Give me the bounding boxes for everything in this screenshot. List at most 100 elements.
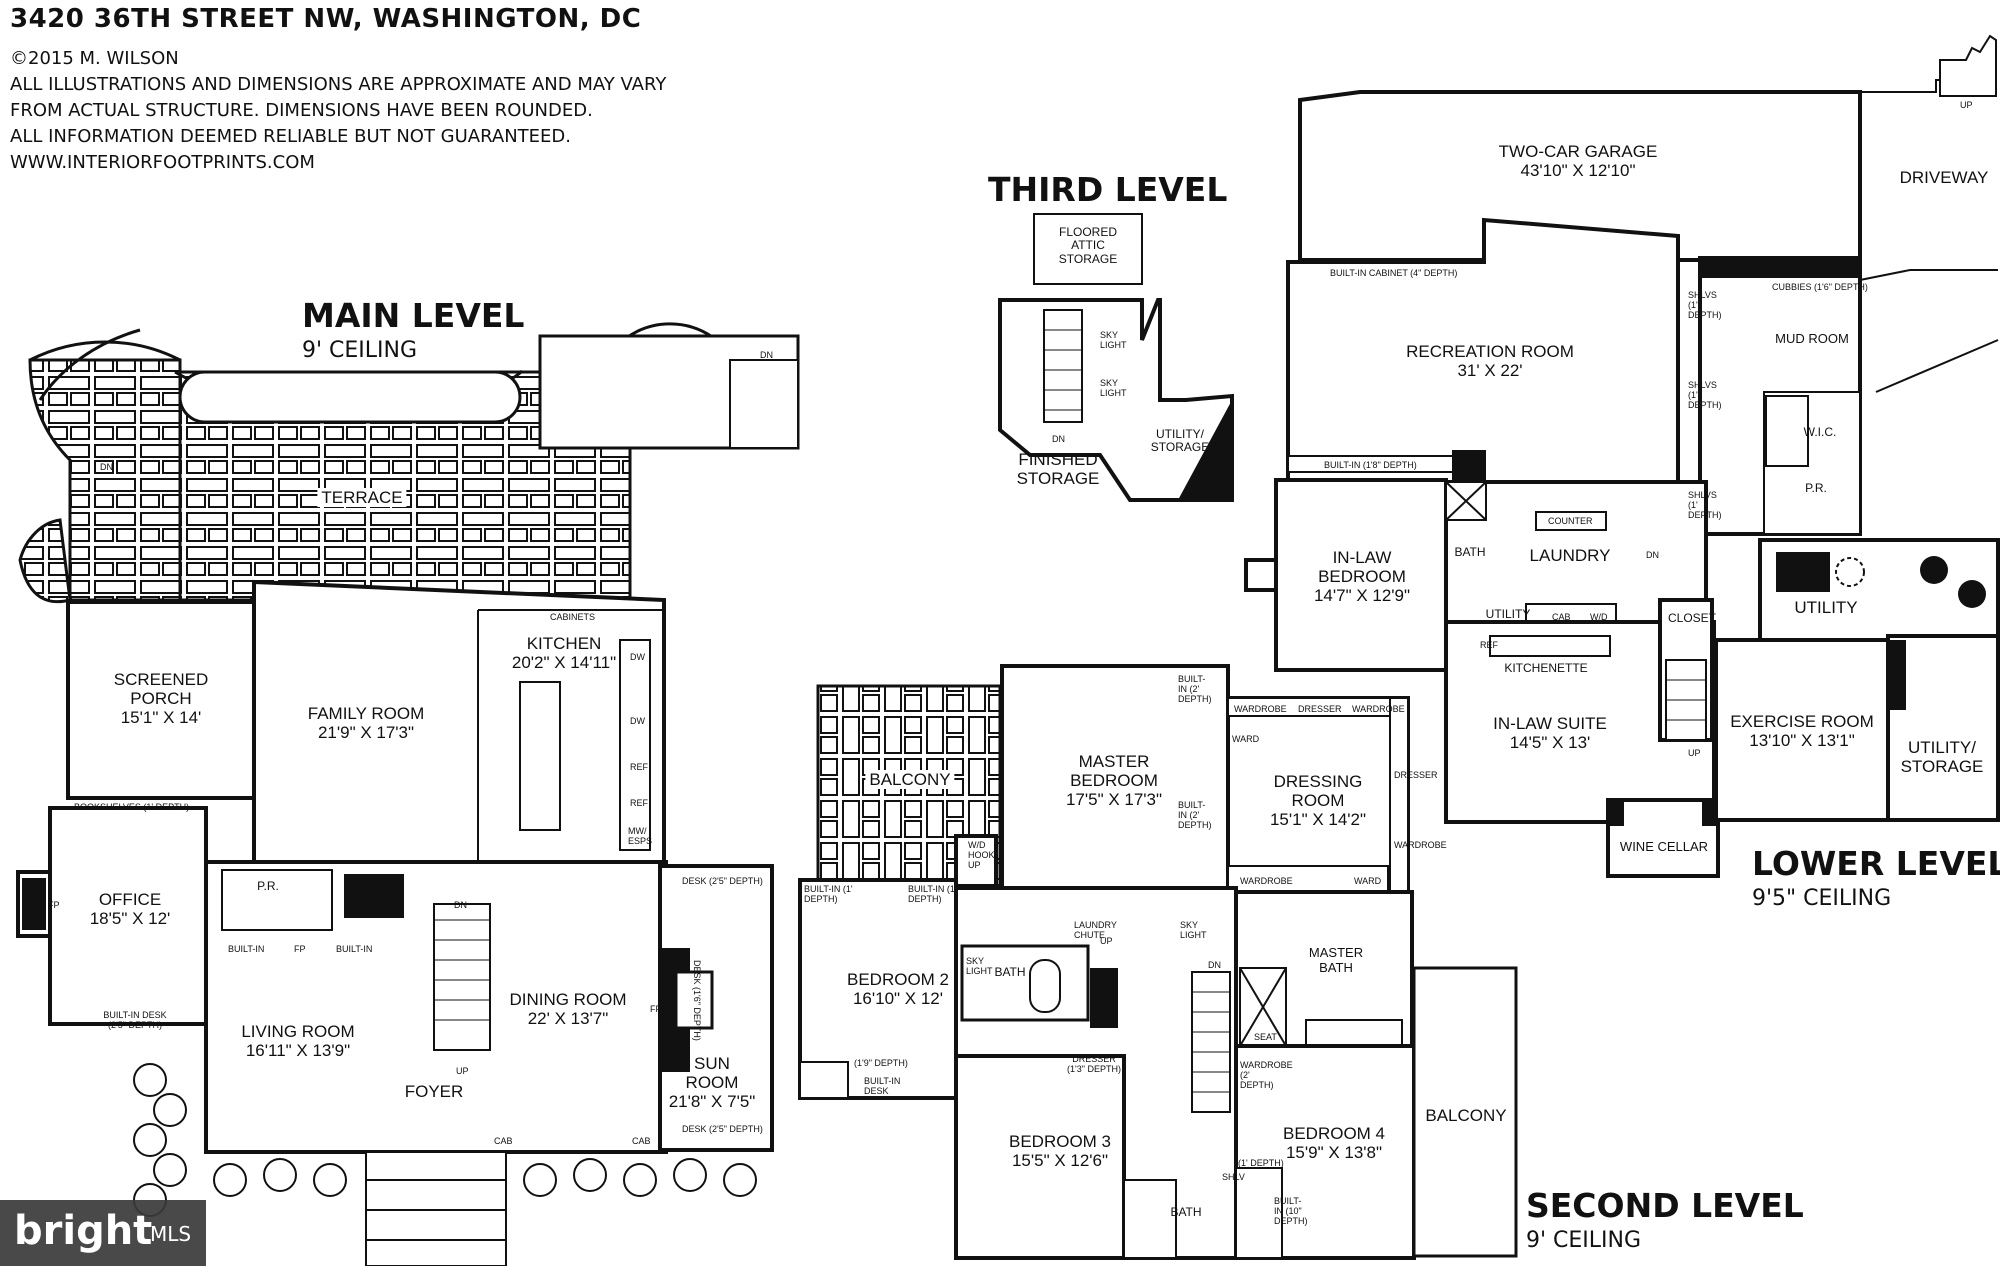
note-terrace-down: DN	[100, 462, 113, 472]
note-skylight-1: SKY LIGHT	[1100, 330, 1127, 350]
note-wardrobe-4: WARDROBE	[1240, 876, 1293, 886]
room-closet: CLOSET	[1667, 611, 1717, 625]
note-ref-lower: REF	[1480, 640, 1498, 650]
room-bath-3: BATH	[1170, 1205, 1202, 1219]
disclaimer-line-3: ALL INFORMATION DEEMED RELIABLE BUT NOT …	[10, 126, 571, 147]
note-microwave-espresso: MW/ ESPS	[628, 826, 653, 846]
note-shelves-2: SHLVS (1' DEPTH)	[1688, 380, 1722, 410]
copyright-line: ©2015 M. WILSON	[10, 48, 179, 69]
note-dishwasher-2: DW	[630, 716, 645, 726]
note-skylight-4: SKY LIGHT	[1180, 920, 1207, 940]
note-wardrobe-3: WARDROBE	[1394, 840, 1447, 850]
note-stair-down-main: DN	[454, 900, 467, 910]
room-foyer: FOYER	[404, 1082, 464, 1101]
note-depth-19: (1'9" DEPTH)	[854, 1058, 908, 1068]
room-laundry: LAUNDRY	[1529, 546, 1611, 565]
watermark-suffix: MLS	[150, 1222, 192, 1246]
room-wic: W.I.C.	[1803, 425, 1837, 439]
room-powder-lower: P.R.	[1805, 481, 1827, 495]
note-builtin-right: BUILT-IN	[336, 944, 373, 954]
note-builtin-cabinet: BUILT-IN CABINET (4" DEPTH)	[1330, 268, 1458, 278]
main-level-ceiling: 9' CEILING	[302, 338, 418, 363]
room-terrace: TERRACE	[317, 488, 407, 508]
note-counter: COUNTER	[1548, 516, 1593, 526]
note-builtin-desk: BUILT-IN DESK (2'5" DEPTH)	[103, 1010, 167, 1030]
note-wd-hookup: W/D HOOK-UP	[968, 840, 998, 870]
note-skylight-2: SKY LIGHT	[1100, 378, 1127, 398]
note-dresser-2: DRESSER	[1394, 770, 1438, 780]
disclaimer-line-1: ALL ILLUSTRATIONS AND DIMENSIONS ARE APP…	[10, 74, 667, 95]
room-utility-small: UTILITY	[1485, 607, 1531, 621]
room-utility-lower: UTILITY	[1794, 598, 1858, 617]
note-cab-left: CAB	[494, 1136, 513, 1146]
note-washer-dryer: W/D	[1590, 612, 1608, 622]
room-floored-attic: FLOORED ATTIC STORAGE	[1058, 225, 1118, 266]
note-builtin-bed2-right: BUILT-IN (1' DEPTH)	[908, 884, 957, 904]
note-dishwasher-1: DW	[630, 652, 645, 662]
note-laundry-chute: LAUNDRY CHUTE	[1074, 920, 1117, 940]
note-steps-down: DN	[760, 350, 773, 360]
room-driveway: DRIVEWAY	[1899, 168, 1989, 187]
lower-level-ceiling: 9'5" CEILING	[1752, 886, 1892, 911]
watermark-brand: bright	[14, 1208, 153, 1254]
second-level-ceiling: 9' CEILING	[1526, 1228, 1642, 1253]
room-balcony-south: BALCONY	[1425, 1106, 1507, 1125]
third-level-title: THIRD LEVEL	[988, 170, 1228, 209]
address-title: 3420 36TH STREET NW, WASHINGTON, DC	[10, 4, 642, 34]
note-cab-right: CAB	[632, 1136, 651, 1146]
room-utility-storage-lower: UTILITY/ STORAGE	[1900, 738, 1984, 777]
note-builtin-10: BUILT-IN (10" DEPTH)	[1274, 1196, 1308, 1226]
note-builtin-master-1: BUILT-IN (2' DEPTH)	[1178, 674, 1212, 704]
bright-mls-watermark: bright MLS	[0, 1200, 206, 1266]
room-finished-storage: FINISHED STORAGE	[1016, 450, 1100, 489]
note-builtin-recreation: BUILT-IN (1'8" DEPTH)	[1324, 460, 1417, 470]
note-dresser-1: DRESSER	[1298, 704, 1342, 714]
note-cab-lower: CAB	[1552, 612, 1571, 622]
second-level-title: SECOND LEVEL	[1526, 1186, 1804, 1225]
note-outside-stair-up: UP	[1960, 100, 1973, 110]
room-powder-main: P.R.	[257, 879, 279, 893]
note-fireplace-office: FP	[48, 900, 60, 910]
note-shelf: SHLV	[1222, 1172, 1245, 1182]
room-bath-2: BATH	[994, 965, 1026, 979]
note-desk-bottom: DESK (2'5" DEPTH)	[682, 1124, 763, 1134]
note-builtin-desk-bed2: BUILT-IN DESK	[864, 1076, 901, 1096]
note-wardrobe-5: WARDROBE (2' DEPTH)	[1240, 1060, 1293, 1090]
note-builtin-bed2-left: BUILT-IN (1' DEPTH)	[804, 884, 853, 904]
room-master-bath: MASTER BATH	[1308, 945, 1364, 975]
main-level-title: MAIN LEVEL	[302, 296, 525, 335]
note-fireplace-living: FP	[294, 944, 306, 954]
note-ward-1: WARD	[1232, 734, 1260, 744]
note-cabinets: CABINETS	[550, 612, 596, 622]
note-desk-side: DESK (1'6" DEPTH)	[692, 960, 702, 1041]
note-depth-1: (1' DEPTH)	[1238, 1158, 1284, 1168]
note-ward-2: WARD	[1354, 876, 1382, 886]
note-cubbies: CUBBIES (1'6" DEPTH)	[1772, 282, 1868, 292]
room-balcony-north: BALCONY	[865, 770, 955, 790]
room-utility-storage-third: UTILITY/ STORAGE	[1150, 427, 1210, 455]
note-shelves-1: SHLVS (1' DEPTH)	[1688, 290, 1722, 320]
note-seat: SEAT	[1254, 1032, 1277, 1042]
note-refrigerator-2: REF	[630, 798, 648, 808]
lower-level-title: LOWER LEVEL	[1752, 844, 2000, 883]
note-desk-top: DESK (2'5" DEPTH)	[682, 876, 763, 886]
note-fireplace-dining: FP	[650, 1004, 662, 1014]
note-skylight-3: SKY LIGHT	[966, 956, 993, 976]
